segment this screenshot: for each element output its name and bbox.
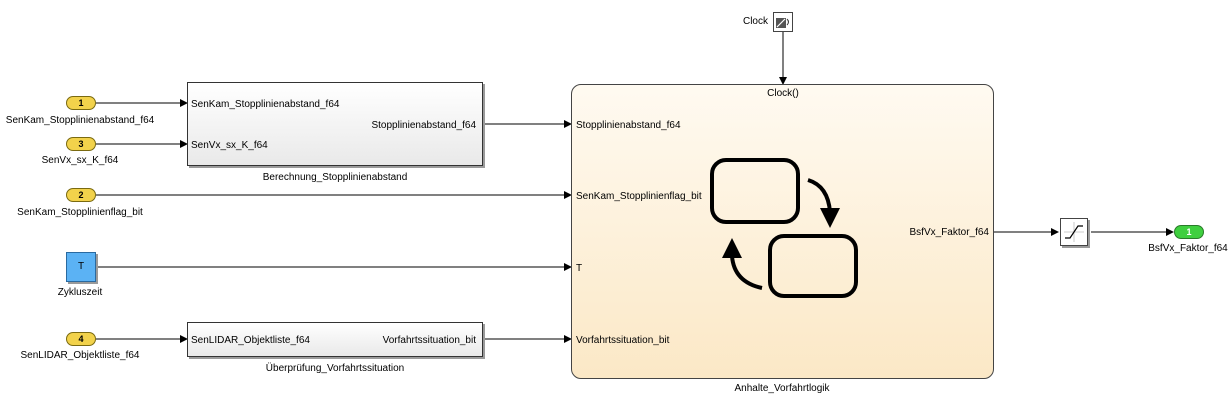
chart-out1-label: BsfVx_Faktor_f64 [909,227,989,238]
stateflow-icon [710,158,858,298]
constant-block[interactable]: T [66,252,96,282]
subsystem1-name: Berechnung_Stopplinienabstand [262,172,408,183]
inport-2[interactable]: 2 [66,188,96,202]
chart-in3-label: T [576,263,583,274]
clock-block[interactable] [773,12,793,32]
subsystem1-out1-label: Stopplinienabstand_f64 [371,120,476,131]
clock-label: Clock [742,16,768,27]
subsystem2-in1-label: SenLIDAR_Objektliste_f64 [191,335,310,346]
inport-3[interactable]: 3 [66,137,96,151]
clock-icon [776,18,789,28]
chart-in4-label: Vorfahrtssituation_bit [576,335,670,346]
constant-label: Zykluszeit [57,287,103,298]
inport-4-label: SenLIDAR_Objektliste_f64 [20,350,140,361]
subsystem-berechnung[interactable]: SenKam_Stopplinienabstand_f64 SenVx_sx_K… [187,82,483,166]
chart-in2-label: SenKam_Stopplinienflag_bit [576,191,702,202]
inport-1-label: SenKam_Stopplinienabstand_f64 [5,115,155,126]
outport-1[interactable]: 1 [1174,225,1204,239]
stateflow-chart[interactable]: Clock() Stopplinienabstand_f64 SenKam_St… [571,84,994,379]
subsystem1-in1-label: SenKam_Stopplinienabstand_f64 [191,99,340,110]
saturation-block[interactable] [1060,218,1088,246]
saturation-icon [1064,222,1084,242]
inport-1[interactable]: 1 [66,96,96,110]
subsystem1-in2-label: SenVx_sx_K_f64 [191,140,268,151]
chart-name: Anhalte_Vorfahrtlogik [734,383,830,394]
inport-4[interactable]: 4 [66,332,96,346]
inport-3-label: SenVx_sx_K_f64 [41,155,119,166]
subsystem-vorfahrt[interactable]: SenLIDAR_Objektliste_f64 Vorfahrtssituat… [187,322,483,357]
chart-clock-port-label: Clock() [767,88,799,99]
chart-in1-label: Stopplinienabstand_f64 [576,120,681,131]
outport-1-label: BsfVx_Faktor_f64 [1148,243,1228,254]
inport-2-label: SenKam_Stopplinienflag_bit [17,207,143,218]
subsystem2-out1-label: Vorfahrtssituation_bit [382,335,476,346]
subsystem2-name: Überprüfung_Vorfahrtssituation [265,363,405,374]
